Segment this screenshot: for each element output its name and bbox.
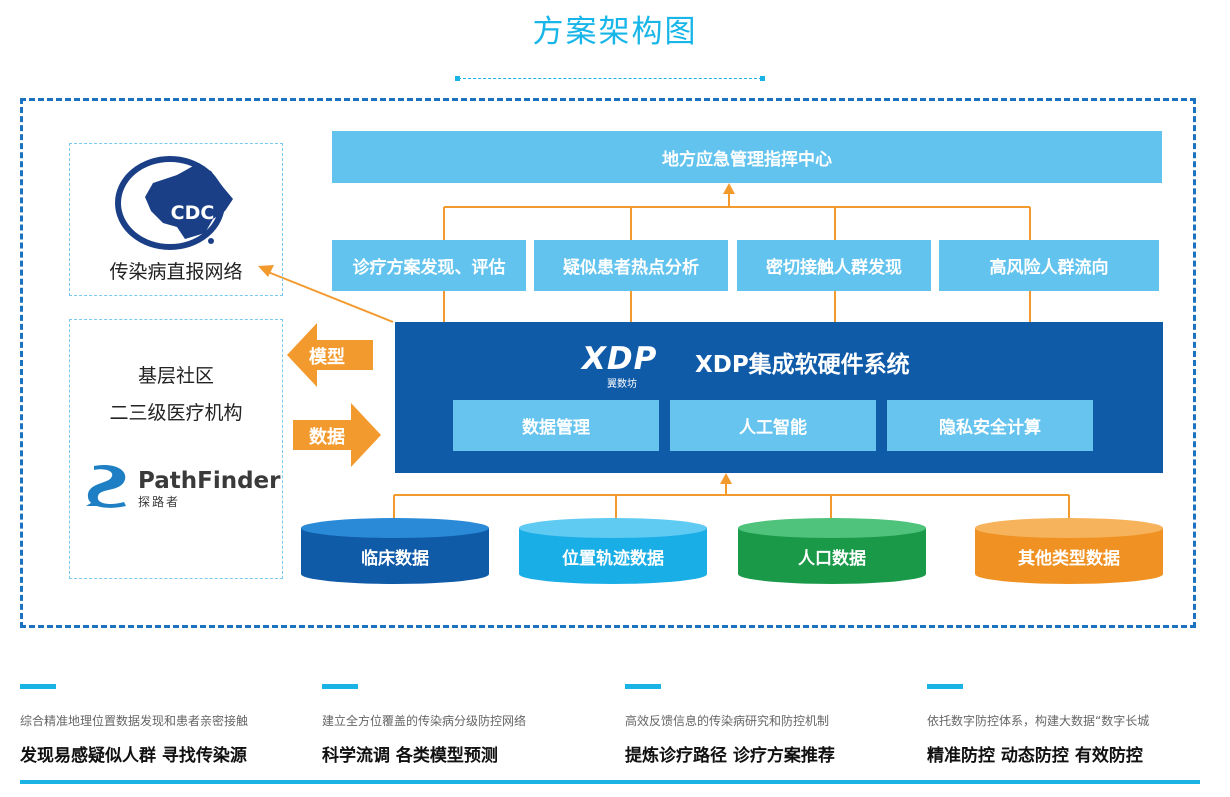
datasource-other: 其他类型数据 <box>975 516 1163 584</box>
cdc-logo-text: CDC <box>170 202 215 224</box>
community-label-2: 二三级医疗机构 <box>109 402 243 424</box>
datasource-label: 位置轨迹数据 <box>562 549 664 569</box>
feature-description: 综合精准地理位置数据发现和患者亲密接触 <box>20 714 249 728</box>
community-label-1: 基层社区 <box>137 365 214 387</box>
pathfinder-logo-icon <box>86 464 126 508</box>
function-box-4: 高风险人群流向 <box>939 240 1159 291</box>
feature-description: 依托数字防控体系，构建大数据“数字长城 <box>927 714 1150 728</box>
feature-headline: 科学流调 各类模型预测 <box>322 746 498 766</box>
network-label: 传染病直报网络 <box>109 261 243 283</box>
datasource-location: 位置轨迹数据 <box>519 516 707 584</box>
datasource-label: 临床数据 <box>361 549 429 569</box>
feature-accent-bar <box>927 684 963 689</box>
xdp-logo: XDP <box>582 341 658 377</box>
cdc-logo-icon <box>115 156 233 250</box>
data-arrow-label: 数据 <box>309 427 345 448</box>
datasource-label: 人口数据 <box>798 549 866 569</box>
data-arrow <box>293 403 381 467</box>
xdp-logo-subtext: 翼数坊 <box>607 379 637 390</box>
feature-column-2: 建立全方位覆盖的传染病分级防控网络 科学流调 各类模型预测 <box>322 684 612 766</box>
datasource-label: 其他类型数据 <box>1018 549 1120 569</box>
module-ai: 人工智能 <box>670 400 876 451</box>
architecture-frame <box>20 98 1196 628</box>
feature-accent-bar <box>20 684 56 689</box>
cylinder-icon <box>975 518 1163 584</box>
cylinder-icon <box>738 518 926 584</box>
function-box-3: 密切接触人群发现 <box>737 240 931 291</box>
page-title: 方案架构图 <box>532 14 698 50</box>
divider-dot-left <box>455 76 460 81</box>
datasource-population: 人口数据 <box>738 516 926 584</box>
feature-accent-bar <box>625 684 661 689</box>
function-box-1: 诊疗方案发现、评估 <box>332 240 526 291</box>
feature-headline: 发现易感疑似人群 寻找传染源 <box>20 746 247 766</box>
datasource-clinical: 临床数据 <box>301 516 489 584</box>
function-box-2: 疑似患者热点分析 <box>534 240 728 291</box>
module-data-management: 数据管理 <box>453 400 659 451</box>
feature-description: 建立全方位覆盖的传染病分级防控网络 <box>322 714 527 728</box>
model-arrow <box>287 323 373 387</box>
cylinder-icon <box>519 518 707 584</box>
xdp-core-title: XDP集成软硬件系统 <box>695 352 910 378</box>
cdc-network-box <box>69 143 283 296</box>
feature-column-1: 综合精准地理位置数据发现和患者亲密接触 发现易感疑似人群 寻找传染源 <box>20 684 310 766</box>
feature-accent-bar <box>322 684 358 689</box>
pathfinder-logo-text: PathFinder <box>138 468 281 494</box>
module-privacy-computing: 隐私安全计算 <box>887 400 1093 451</box>
feature-description: 高效反馈信息的传染病研究和防控机制 <box>625 714 830 728</box>
community-box <box>69 319 283 579</box>
command-center-box: 地方应急管理指挥中心 <box>332 131 1162 183</box>
divider-dot-right <box>760 76 765 81</box>
feature-headline: 提炼诊疗路径 诊疗方案推荐 <box>625 746 835 766</box>
feature-column-4: 依托数字防控体系，构建大数据“数字长城 精准防控 动态防控 有效防控 <box>927 684 1217 766</box>
bottom-divider <box>20 780 1200 784</box>
cylinder-icon <box>301 518 489 584</box>
title-divider <box>458 78 762 79</box>
pathfinder-logo-subtext: 探路者 <box>138 495 181 509</box>
feature-headline: 精准防控 动态防控 有效防控 <box>927 746 1143 766</box>
model-arrow-label: 模型 <box>309 347 345 368</box>
feature-column-3: 高效反馈信息的传染病研究和防控机制 提炼诊疗路径 诊疗方案推荐 <box>625 684 915 766</box>
